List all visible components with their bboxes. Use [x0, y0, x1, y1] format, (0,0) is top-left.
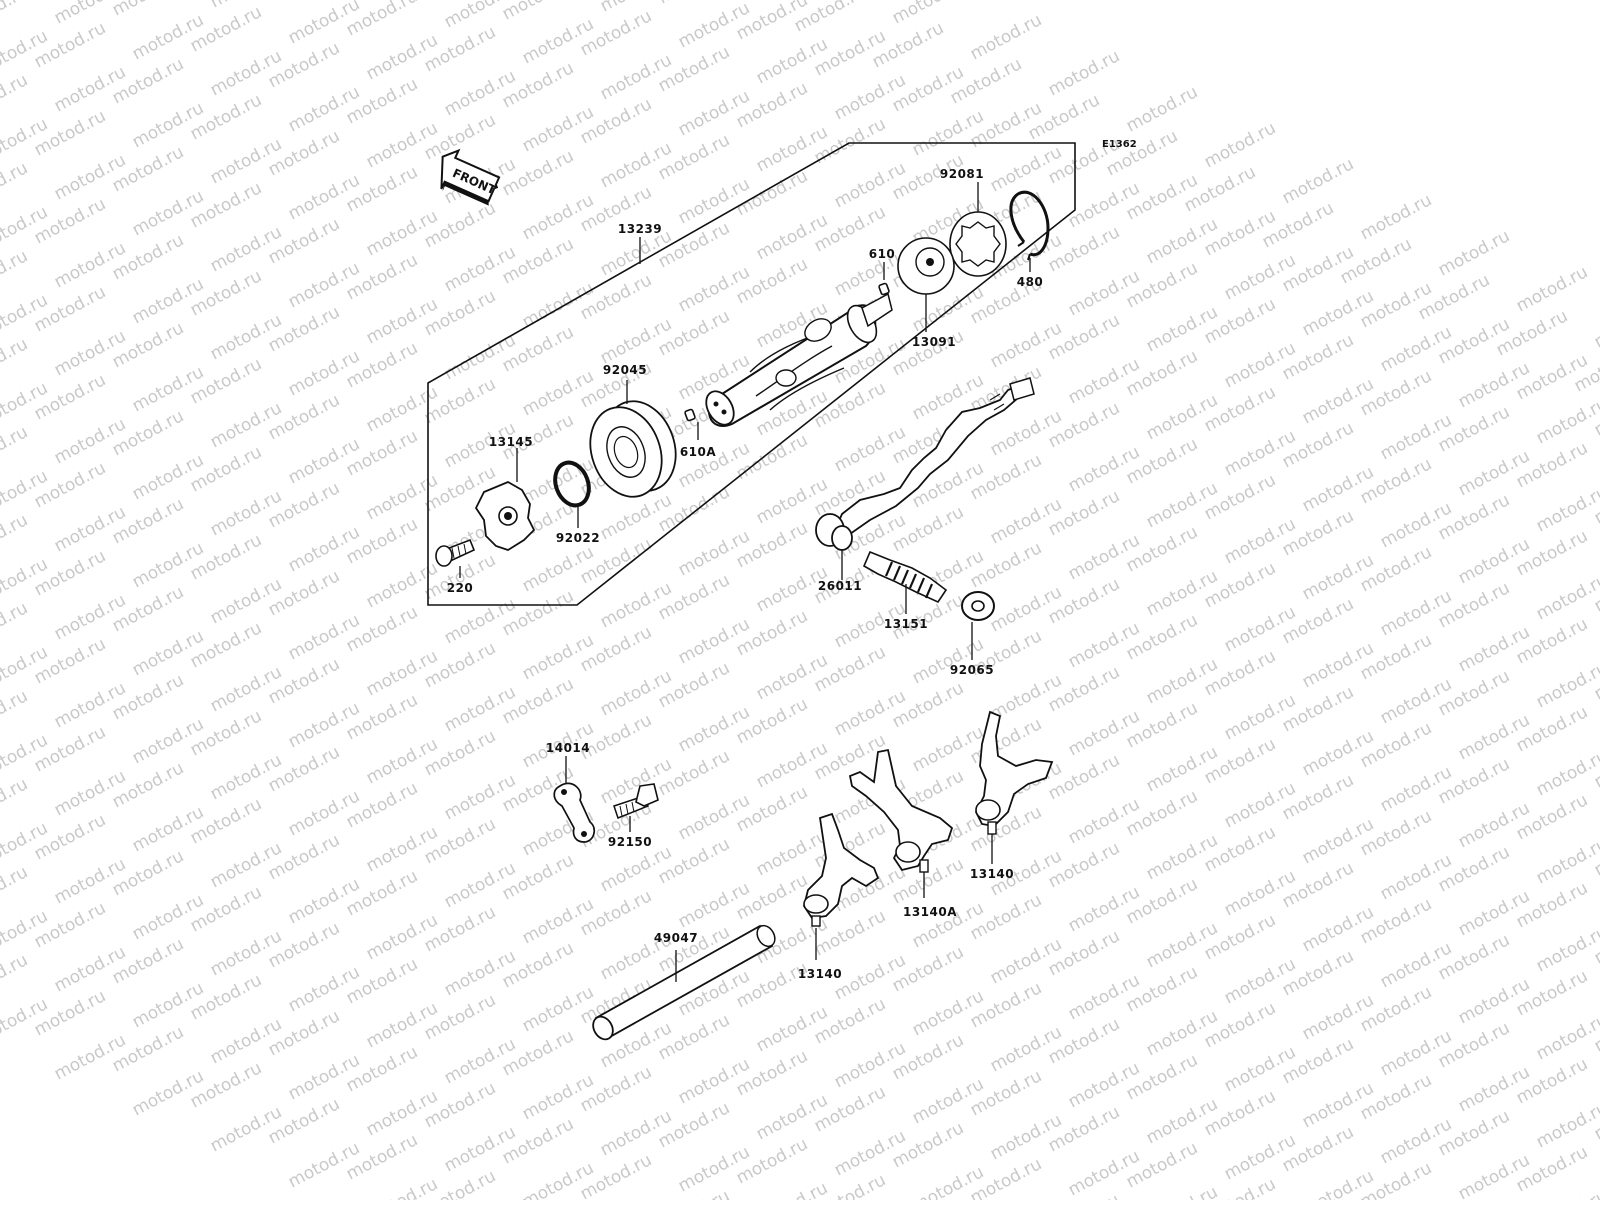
- watermark-text: motod.ru: [1123, 82, 1201, 136]
- gear-plate-92081: [950, 212, 1006, 276]
- part-label-13239: 13239: [618, 222, 662, 236]
- watermark-text: motod.ru: [1533, 834, 1600, 888]
- part-label-220: 220: [447, 581, 474, 595]
- part-label-92081: 92081: [940, 167, 984, 181]
- watermark-text: motod.ru: [1533, 1010, 1600, 1064]
- watermark-text: motod.ru: [0, 246, 31, 300]
- watermark-text: motod.ru: [655, 0, 733, 8]
- part-label-13091: 13091: [912, 335, 956, 349]
- diagram-code: E1362: [1102, 139, 1137, 150]
- watermark-text: motod.ru: [0, 862, 31, 916]
- part-label-13140A: 13140A: [903, 905, 957, 919]
- watermark-text: motod.ru: [1591, 298, 1600, 352]
- watermark-text: motod.ru: [753, 1178, 831, 1200]
- watermark-text: motod.ru: [967, 10, 1045, 64]
- watermark-text: motod.ru: [1533, 1186, 1600, 1200]
- star-plate-13091: [898, 238, 954, 294]
- watermark-text: motod.ru: [0, 334, 31, 388]
- part-label-49047: 49047: [654, 931, 698, 945]
- watermark-text: motod.ru: [1201, 118, 1279, 172]
- watermark-text: motod.ru: [0, 70, 31, 124]
- part-label-480: 480: [1017, 275, 1044, 289]
- watermark-text: motod.ru: [1533, 922, 1600, 976]
- watermark-text: motod.ru: [1045, 46, 1123, 100]
- part-label-13140-right: 13140: [970, 867, 1014, 881]
- watermark-text: motod.ru: [1533, 746, 1600, 800]
- watermark-text: motod.ru: [0, 686, 31, 740]
- watermark-text: motod.ru: [109, 0, 187, 20]
- watermark-text: motod.ru: [265, 0, 343, 4]
- watermark-text: motod.ru: [1513, 262, 1591, 316]
- watermark-text: motod.ru: [1533, 570, 1600, 624]
- watermark-text: motod.ru: [1533, 394, 1600, 448]
- watermark-text: motod.ru: [0, 422, 31, 476]
- watermark-text: motod.ru: [0, 598, 31, 652]
- watermark-text: motod.ru: [1435, 226, 1513, 280]
- part-label-92045: 92045: [603, 363, 647, 377]
- part-label-92065: 92065: [950, 663, 994, 677]
- watermark-text: motod.ru: [499, 0, 577, 24]
- part-label-26011: 26011: [818, 579, 862, 593]
- part-label-610A: 610A: [680, 445, 717, 459]
- part-label-13151: 13151: [884, 617, 928, 631]
- watermark-text: motod.ru: [0, 158, 31, 212]
- watermark-text: motod.ru: [0, 774, 31, 828]
- watermark-text: motod.ru: [1533, 482, 1600, 536]
- part-label-13145: 13145: [489, 435, 533, 449]
- watermark-text: motod.ru: [1357, 190, 1435, 244]
- watermark-text: motod.ru: [363, 1174, 441, 1200]
- washer-92065: [962, 592, 994, 620]
- part-label-610: 610: [869, 247, 896, 261]
- watermark-text: motod.ru: [0, 510, 31, 564]
- watermark-text: motod.ru: [1533, 1098, 1600, 1152]
- watermark-text: motod.ru: [0, 950, 31, 1004]
- part-label-14014: 14014: [546, 741, 590, 755]
- watermark-text: motod.ru: [1533, 658, 1600, 712]
- watermark-text: motod.ru: [1279, 154, 1357, 208]
- part-label-92022: 92022: [556, 531, 600, 545]
- part-label-13140-left: 13140: [798, 967, 842, 981]
- part-label-92150: 92150: [608, 835, 652, 849]
- watermark-text: motod.ru: [1143, 1182, 1221, 1200]
- watermark-text: motod.ru: [0, 0, 31, 36]
